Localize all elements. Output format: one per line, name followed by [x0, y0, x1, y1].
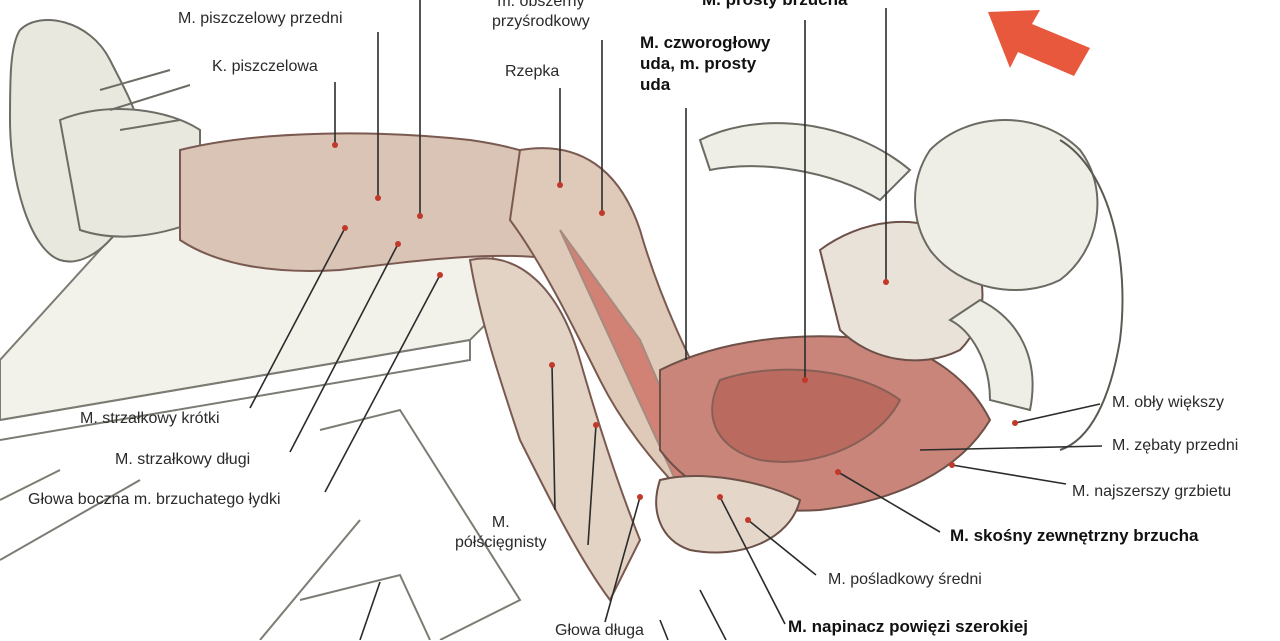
label-najszerszy-grzbietu: M. najszerszy grzbietu	[1072, 483, 1232, 500]
label-piszczelowy-przedni: M. piszczelowy przedni	[178, 10, 343, 27]
shoes-drawing	[8, 19, 201, 263]
label-strzalkowy-krotki: M. strzałkowy krótki	[80, 410, 220, 427]
leader-lines	[249, 0, 1103, 640]
label-skosny-zewnetrzny: M. skośny zewnętrzny brzucha	[950, 526, 1199, 545]
label-polsciegnisty: M. półścięgnisty	[455, 514, 547, 551]
marker-dots	[332, 142, 1018, 523]
direction-arrow	[988, 10, 1090, 76]
label-k-piszczelowa: K. piszczelowa	[212, 58, 318, 75]
label-czworoglowy: M. czworogłowy uda, m. prosty uda	[640, 33, 771, 94]
torso-drawing	[655, 220, 992, 554]
label-obszerny-przysrodkowy: m. obszerny przyśrodkowy	[492, 0, 590, 30]
label-glowa-boczna: Głowa boczna m. brzuchatego łydki	[28, 491, 281, 508]
label-zebaty-przedni: M. zębaty przedni	[1112, 437, 1239, 454]
leg-drawing	[179, 132, 722, 602]
label-obly-wiekszy: M. obły większy	[1112, 394, 1225, 411]
label-posladkowy-sredni: M. pośladkowy średni	[828, 571, 982, 588]
label-prosty-brzucha: M. prosty brzucha	[702, 0, 847, 10]
label-napinacz: M. napinacz powięzi szerokiej	[788, 617, 1028, 636]
label-rzepka: Rzepka	[505, 63, 560, 80]
label-strzalkowy-dlugi: M. strzałkowy długi	[115, 451, 251, 468]
label-glowa-dluga: Głowa długa	[555, 622, 644, 639]
